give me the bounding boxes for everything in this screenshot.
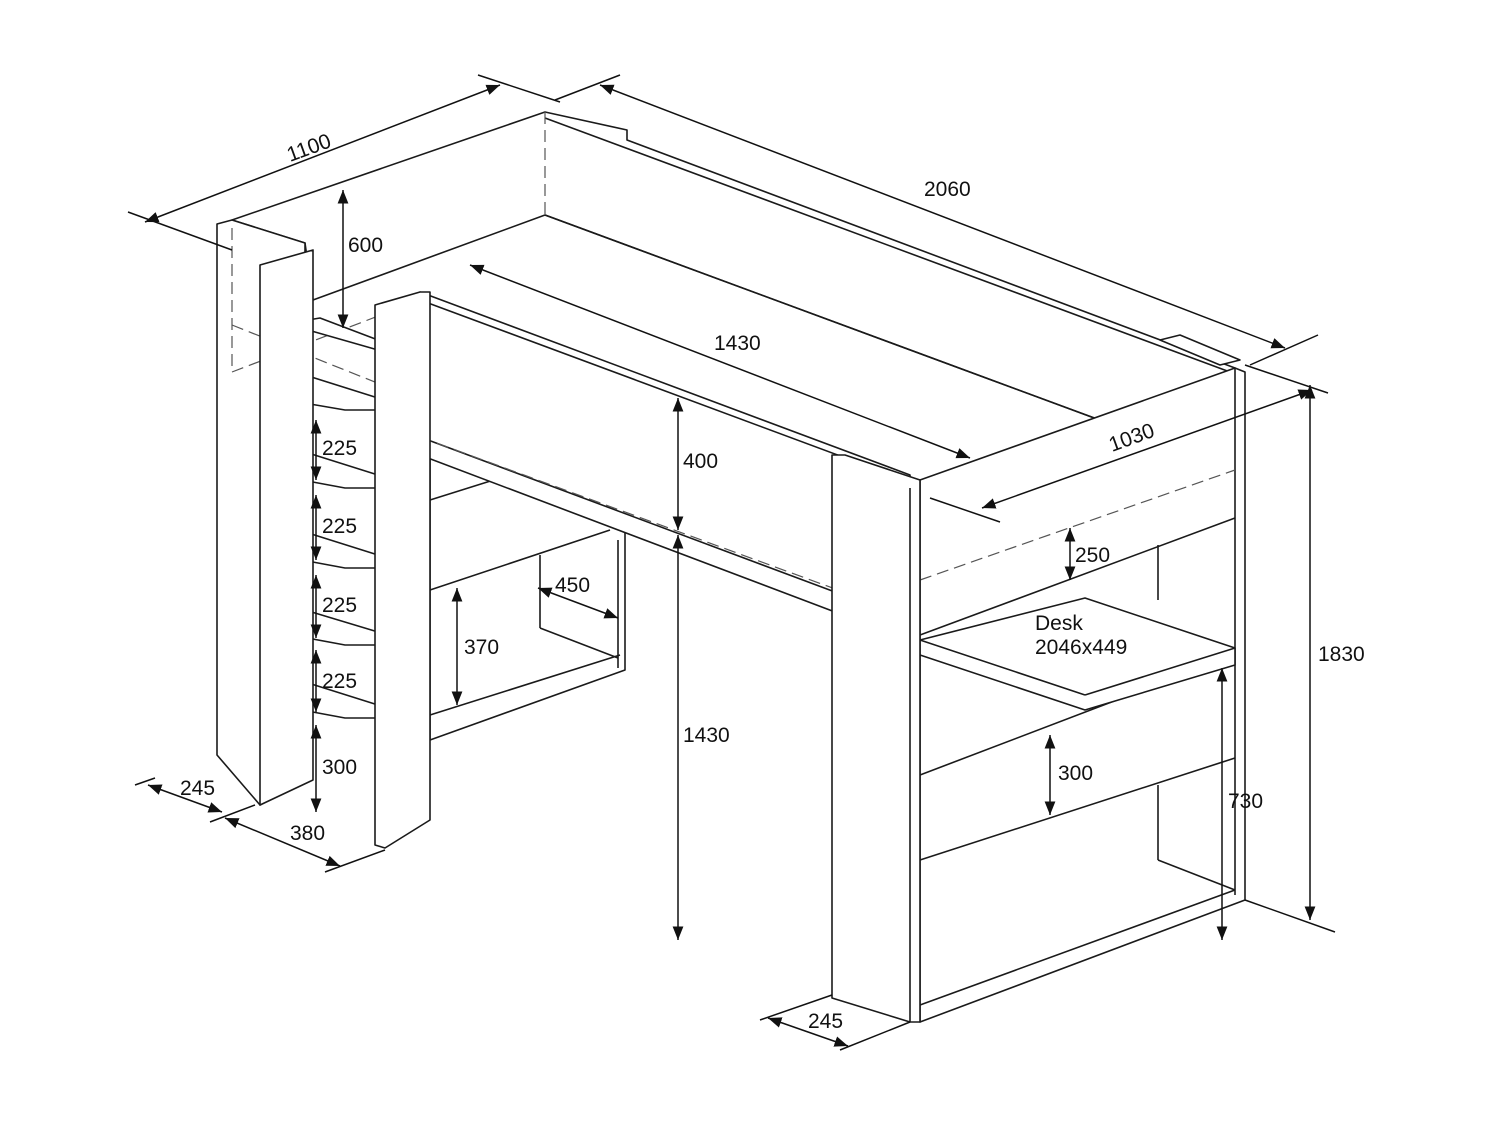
label-overall-depth: 1100 — [284, 130, 334, 167]
ladder-post — [259, 249, 314, 806]
dimension-lines — [127, 74, 1336, 1051]
label-right-post-depth: 245 — [808, 1010, 843, 1033]
label-step-1: 225 — [322, 437, 357, 460]
label-step-4: 225 — [322, 670, 357, 693]
dimension-labels: 1100 2060 600 1430 1030 400 225 225 225 … — [180, 130, 1365, 1033]
label-desk-size: 2046x449 — [1035, 636, 1127, 659]
label-guard-front-height: 400 — [683, 450, 718, 473]
label-step-2: 225 — [322, 515, 357, 538]
front-right-post — [831, 454, 921, 1023]
label-bookcase-height: 370 — [464, 636, 499, 659]
label-lower-shelf-gap: 300 — [1058, 762, 1093, 785]
label-bookcase-depth: 450 — [555, 574, 590, 597]
label-desk: Desk — [1035, 612, 1083, 635]
label-clearance-height: 1430 — [683, 724, 730, 747]
label-overall-length: 2060 — [924, 178, 971, 201]
label-step-3: 225 — [322, 594, 357, 617]
label-ladder-width: 380 — [290, 822, 325, 845]
label-guard-height: 600 — [348, 234, 383, 257]
front-left-post — [374, 291, 431, 849]
label-ladder-bottom-step: 300 — [322, 756, 357, 779]
label-desk-height: 730 — [1228, 790, 1263, 813]
label-overall-height: 1830 — [1318, 643, 1365, 666]
label-ladder-post-depth: 245 — [180, 777, 215, 800]
label-desk-shelf-gap: 250 — [1075, 544, 1110, 567]
label-guard-opening: 1430 — [714, 332, 761, 355]
